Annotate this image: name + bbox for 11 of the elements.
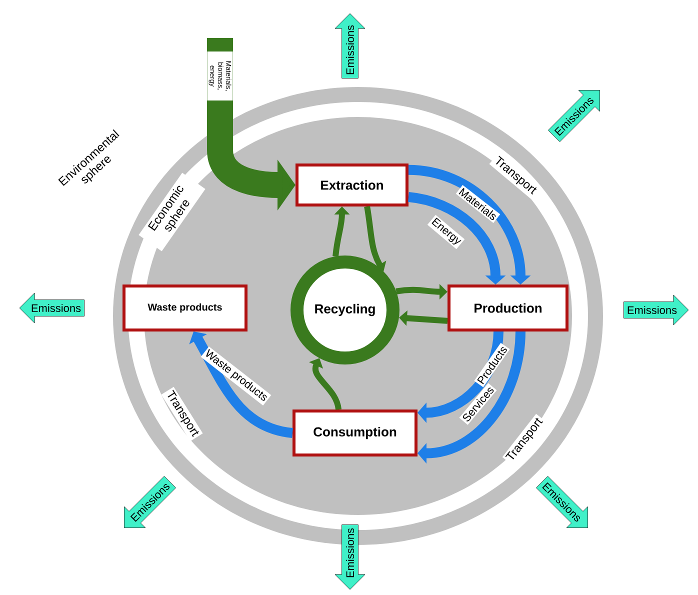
arrow [309,358,342,410]
arrow [418,331,504,423]
recycling-ring: Recycling [290,256,400,364]
arrow [408,164,531,284]
arrow [418,331,526,464]
arrow [189,332,294,438]
process-box: Extraction [296,164,408,206]
process-box: Waste products [122,284,248,332]
process-box: Production [448,284,568,332]
arrow [364,206,386,272]
process-box: Consumption [292,410,418,456]
